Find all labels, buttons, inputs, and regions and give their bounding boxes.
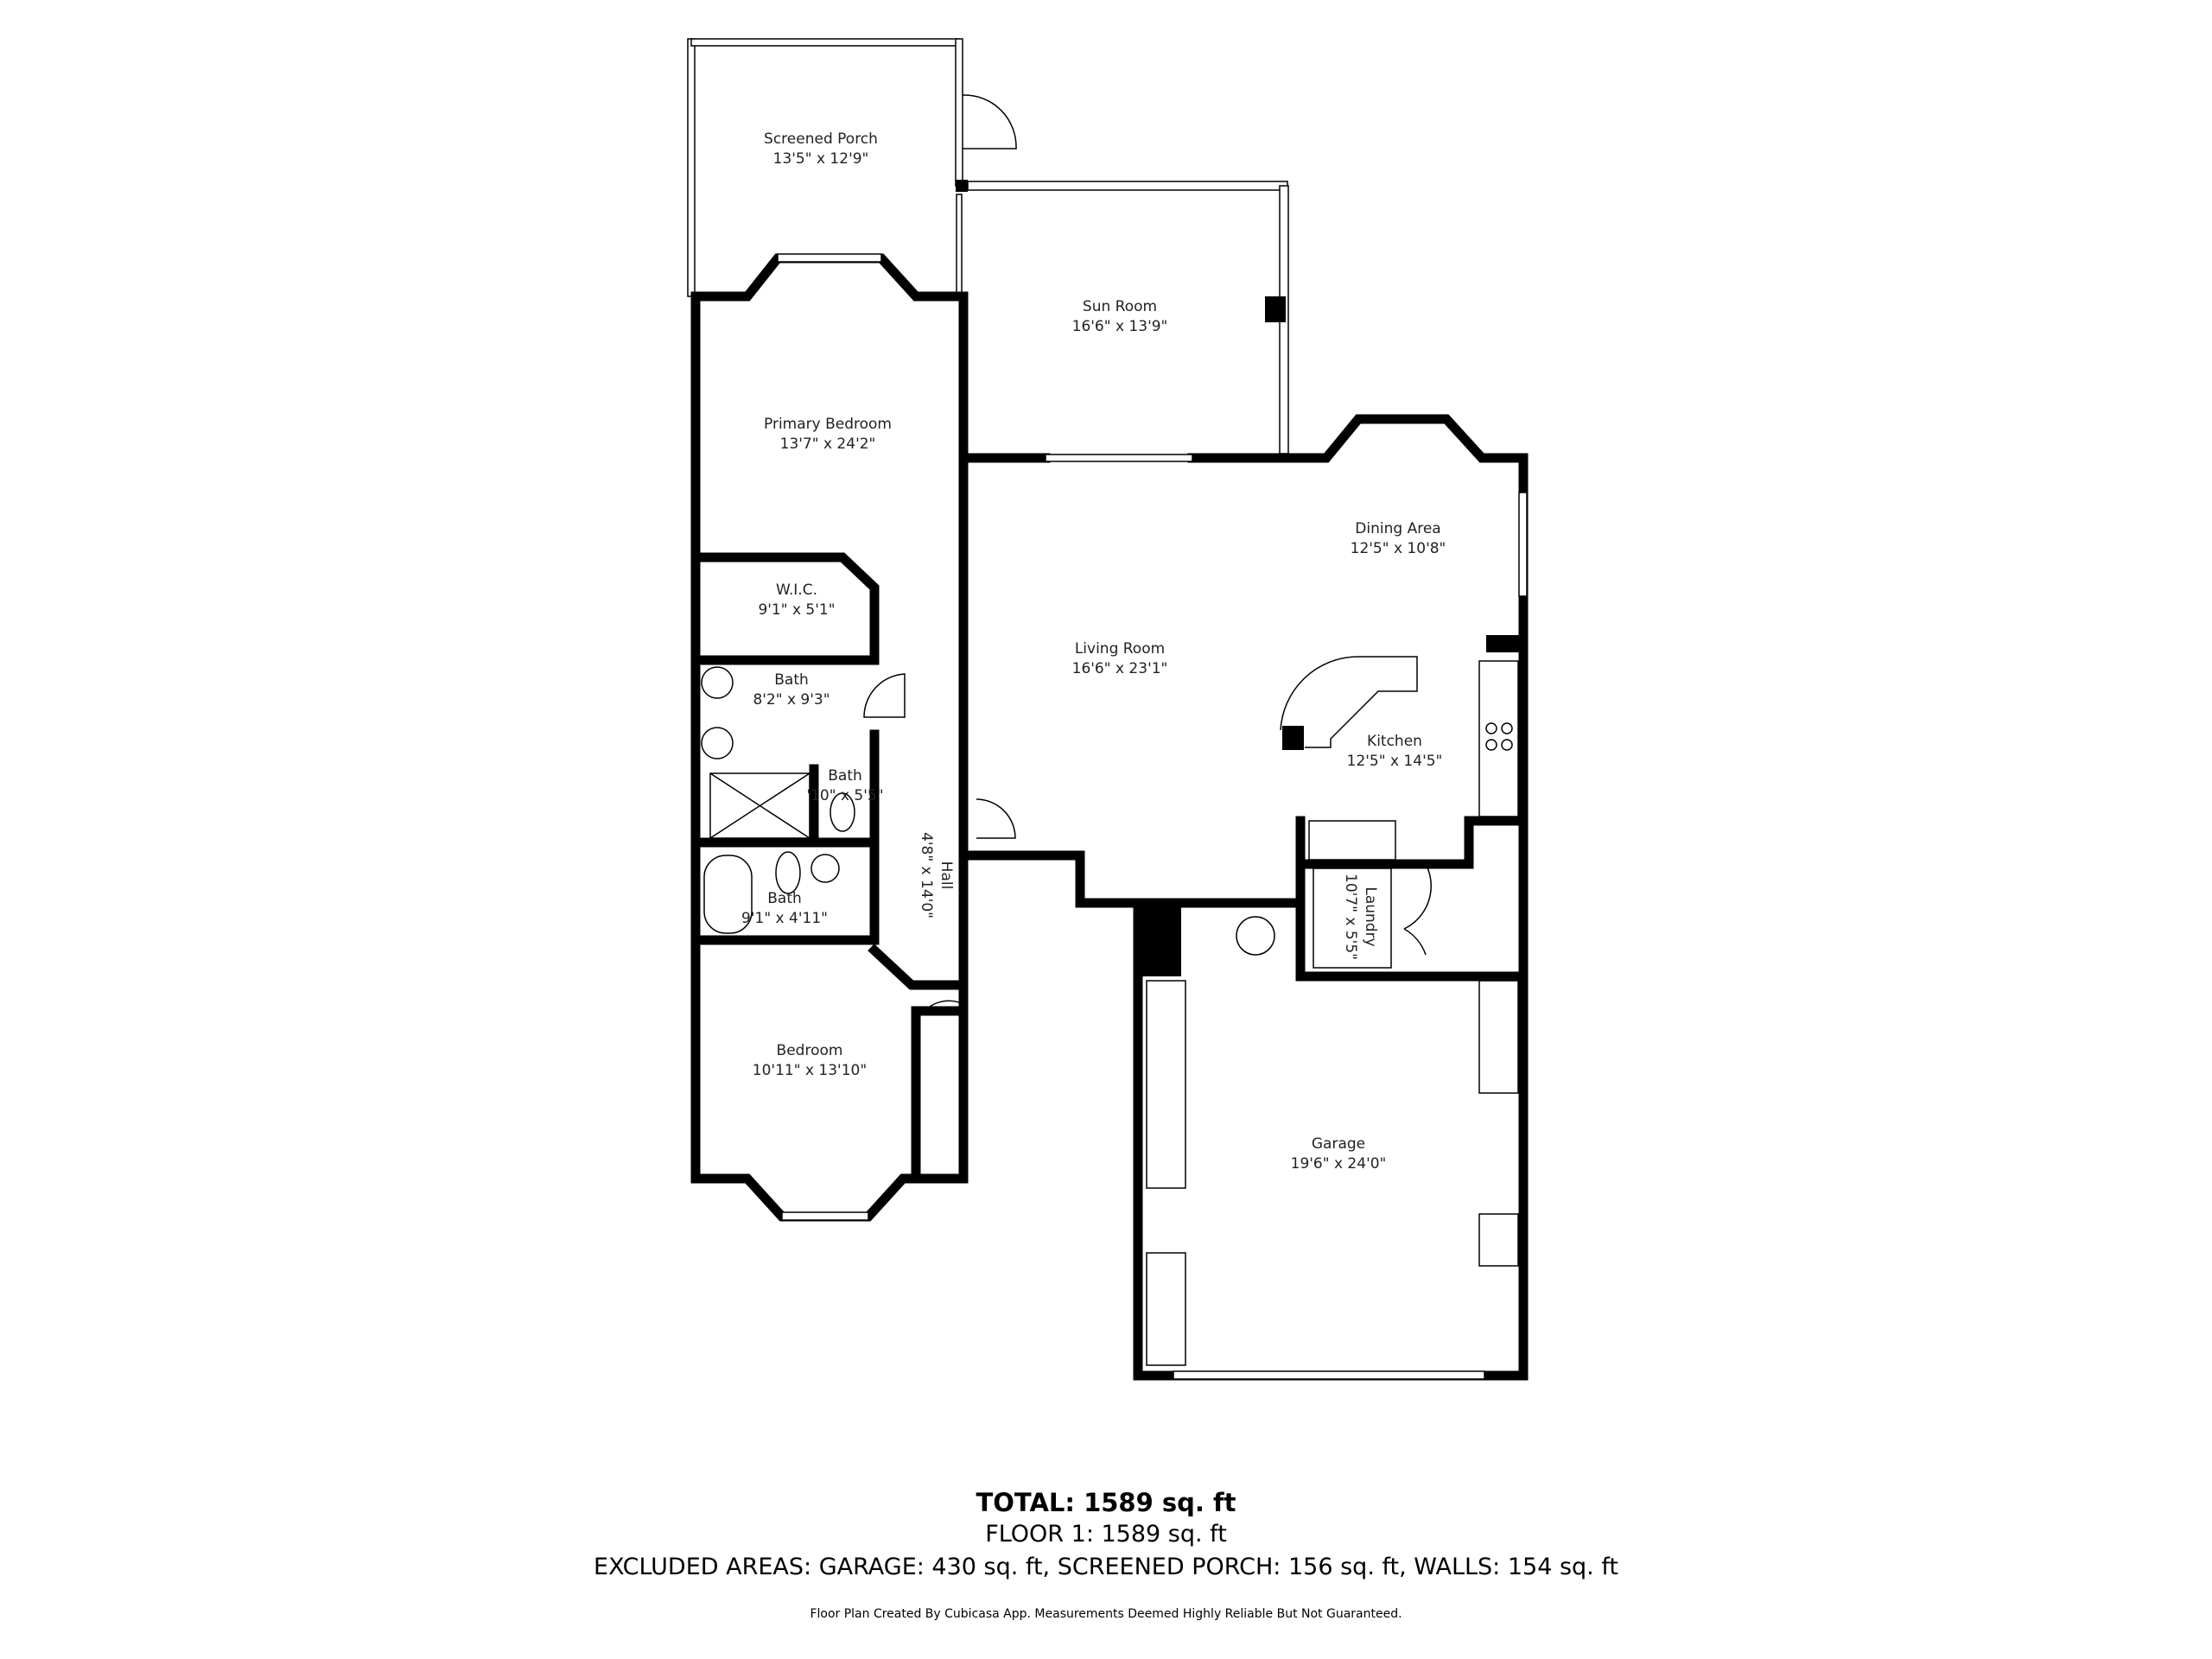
room-labels: Screened Porch 13'5" x 12'9" Sun Room 16… xyxy=(741,130,1446,1173)
room-dims: 12'5" x 10'8" xyxy=(1351,540,1446,557)
room-dims: 16'6" x 13'9" xyxy=(1072,318,1168,335)
exterior-walls xyxy=(690,253,1529,1381)
room-name: Kitchen xyxy=(1367,733,1422,750)
shower xyxy=(709,772,810,839)
room-name: Bath xyxy=(774,671,809,689)
room-dims: 13'7" x 24'2" xyxy=(780,435,876,453)
room-name: Living Room xyxy=(1075,640,1165,658)
room-name: W.I.C. xyxy=(776,582,817,599)
bathtub xyxy=(703,855,753,934)
laundry-door xyxy=(1403,863,1432,956)
room-name: Bath xyxy=(767,890,802,907)
disclaimer: Floor Plan Created By Cubicasa App. Meas… xyxy=(810,1607,1402,1621)
sink xyxy=(701,727,734,760)
room-dims: 10'11" x 13'10" xyxy=(753,1062,867,1079)
interior-walls xyxy=(690,552,1529,1184)
kitchen-island xyxy=(1280,656,1418,748)
laundry-machines xyxy=(1313,868,1392,969)
room-dims: 10'7" x 5'5" xyxy=(1342,874,1359,960)
screened-porch-walls xyxy=(687,38,1017,297)
room-dims: 9'1" x 5'1" xyxy=(758,601,835,619)
floor-area: FLOOR 1: 1589 sq. ft xyxy=(985,1521,1227,1548)
room-name: Bedroom xyxy=(777,1042,843,1059)
sun-room-walls xyxy=(956,180,1289,454)
room-dims: 4'8" x 14'0" xyxy=(918,832,935,918)
closet-door xyxy=(924,1000,960,1012)
fixtures xyxy=(701,656,1519,1366)
room-dims: 13'5" x 12'9" xyxy=(773,150,869,168)
toilet xyxy=(830,792,855,832)
room-name: Sun Room xyxy=(1083,298,1157,315)
room-name: Dining Area xyxy=(1355,520,1440,537)
entry-door xyxy=(976,798,1016,839)
garage-shelf xyxy=(1146,1252,1186,1366)
toilet xyxy=(775,851,801,894)
excluded-areas: EXCLUDED AREAS: GARAGE: 430 sq. ft, SCRE… xyxy=(594,1554,1618,1580)
room-name: Screened Porch xyxy=(764,130,878,148)
garage-shelf xyxy=(1146,980,1186,1189)
room-name: Laundry xyxy=(1362,887,1379,946)
total-area: TOTAL: 1589 sq. ft xyxy=(976,1488,1236,1517)
room-dims: 16'6" x 23'1" xyxy=(1072,660,1168,677)
room-dims: 9'1" x 4'11" xyxy=(741,910,828,927)
room-dims: 19'6" x 24'0" xyxy=(1291,1155,1387,1173)
sink xyxy=(810,854,840,883)
sink xyxy=(701,666,734,699)
room-dims: '10" x 5'5" xyxy=(806,787,883,804)
counter xyxy=(1308,820,1396,861)
room-dims: 12'5" x 14'5" xyxy=(1347,753,1443,770)
room-name: Hall xyxy=(938,861,955,890)
water-heater xyxy=(1236,916,1275,956)
kitchen-counter xyxy=(1478,660,1519,817)
room-name: Bath xyxy=(828,767,862,785)
garage-shelf xyxy=(1478,980,1519,1094)
room-name: Garage xyxy=(1312,1135,1365,1153)
room-dims: 8'2" x 9'3" xyxy=(753,691,830,709)
garage-shelf xyxy=(1478,1213,1519,1267)
room-name: Primary Bedroom xyxy=(764,416,892,433)
bath-door xyxy=(863,673,906,718)
